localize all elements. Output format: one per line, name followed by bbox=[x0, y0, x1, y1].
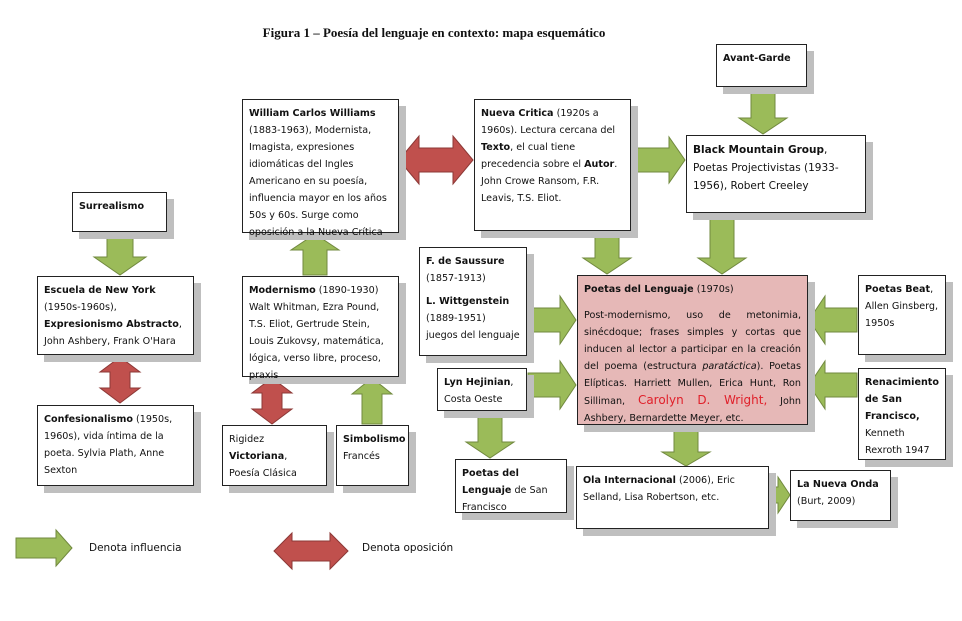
box-black-mountain: Black Mountain Group, Poetas Projectivis… bbox=[686, 135, 866, 213]
arrow-avant-to-black-mountain bbox=[737, 86, 789, 135]
arrow-beat-to-lenguaje bbox=[808, 294, 858, 346]
legend-influence-arrow bbox=[15, 528, 73, 568]
arrow-renacimiento-to-lenguaje bbox=[808, 359, 858, 411]
box-william-carlos-williams: William Carlos Williams (1883-1963), Mod… bbox=[242, 99, 399, 238]
arrow-lyn-to-sf bbox=[464, 411, 516, 459]
box-surrealismo: Surrealismo bbox=[72, 192, 167, 232]
legend-opposition-label: Denota oposición bbox=[362, 542, 454, 554]
arrow-saussure-to-lenguaje bbox=[527, 294, 577, 346]
box-avant-garde: Avant-Garde bbox=[716, 44, 807, 87]
box-rigidez-victoriana: Rigidez Victoriana, Poesía Clásica bbox=[222, 425, 327, 486]
arrow-ola-to-nueva-onda bbox=[769, 475, 791, 515]
box-lyn-hejinian: Lyn Hejinian, Costa Oeste bbox=[437, 368, 527, 411]
legend-influence-label: Denota influencia bbox=[89, 542, 182, 554]
arrow-modernismo-to-wcw bbox=[289, 233, 341, 276]
arrow-ny-confesionalismo-opposition bbox=[98, 356, 142, 404]
arrow-black-to-lenguaje bbox=[696, 213, 748, 275]
arrow-lenguaje-to-ola bbox=[660, 425, 712, 467]
arrow-nueva-to-black-mountain bbox=[630, 135, 686, 185]
box-renacimiento-san-francisco: Renacimiento de San Francisco, Kenneth R… bbox=[858, 368, 946, 460]
figure-title: Figura 1 – Poesía del lenguaje en contex… bbox=[262, 25, 606, 40]
box-nueva-onda: La Nueva Onda (Burt, 2009) bbox=[790, 470, 891, 521]
legend-opposition-arrow bbox=[273, 531, 349, 571]
box-ola-internacional: Ola Internacional (2006), Eric Selland, … bbox=[576, 466, 769, 529]
highlighted-name: Carolyn D. Wright, bbox=[637, 393, 768, 407]
box-simbolismo: Simbolismo Francés bbox=[336, 425, 409, 486]
arrow-simbolismo-to-modernismo bbox=[350, 377, 394, 425]
box-poetas-del-lenguaje: Poetas del Lenguaje (1970s)Post-modernis… bbox=[577, 275, 808, 425]
box-escuela-new-york: Escuela de New York (1950s-1960s), Expre… bbox=[37, 276, 194, 355]
arrow-lyn-to-lenguaje bbox=[527, 359, 577, 411]
box-nueva-critica: Nueva Critica (1920s a 1960s). Lectura c… bbox=[474, 99, 631, 231]
arrow-wcw-nueva-opposition bbox=[398, 134, 474, 186]
box-poetas-lenguaje-sf: Poetas del Lenguaje de San Francisco bbox=[455, 459, 567, 513]
box-confesionalismo: Confesionalismo (1950s, 1960s), vida ínt… bbox=[37, 405, 194, 486]
box-modernismo: Modernismo (1890-1930) Walt Whitman, Ezr… bbox=[242, 276, 399, 381]
box-poetas-beat: Poetas Beat, Allen Ginsberg, 1950s bbox=[858, 275, 946, 355]
box-saussure-wittgenstein: F. de Saussure (1857-1913)L. Wittgenstei… bbox=[419, 247, 527, 356]
arrow-rigidez-modernismo-opposition bbox=[250, 377, 294, 425]
arrow-nueva-to-lenguaje bbox=[581, 231, 633, 275]
arrow-surrealismo-to-ny bbox=[92, 232, 148, 276]
